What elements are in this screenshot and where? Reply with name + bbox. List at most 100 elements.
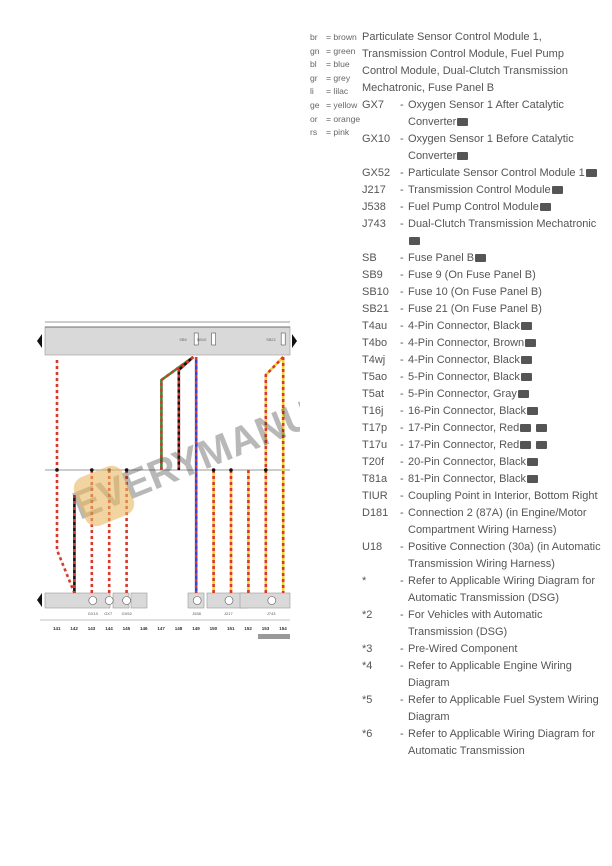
- column-number: 143: [88, 626, 96, 631]
- component-list-item: GX52-Particulate Sensor Control Module 1: [362, 165, 607, 182]
- camera-icon[interactable]: [520, 356, 532, 364]
- wire-stripe: [160, 355, 194, 470]
- wire-stripe: [264, 356, 285, 593]
- camera-icon[interactable]: [527, 407, 539, 415]
- legend-abbr: or: [310, 113, 318, 124]
- camera-icon[interactable]: [585, 169, 597, 177]
- ground-symbol-icon: [88, 596, 98, 605]
- junction-dot: [264, 468, 268, 472]
- component-label: GX10: [88, 611, 99, 616]
- component-code: *2: [362, 609, 373, 621]
- legend-abbr: rs: [310, 127, 318, 138]
- component-code: SB9: [362, 269, 383, 281]
- column-number: 141: [53, 626, 61, 631]
- component-label: GX7: [104, 611, 113, 616]
- camera-icon[interactable]: [551, 186, 563, 194]
- fuse-sb21-label: SB21: [266, 337, 277, 342]
- separator: -: [400, 371, 404, 383]
- fuse-sb10-label: SB10: [197, 337, 208, 342]
- component-description: Positive Connection (30a) (in Automatic …: [408, 541, 601, 570]
- camera-icon[interactable]: [409, 237, 420, 245]
- separator: -: [400, 388, 404, 400]
- camera-icon[interactable]: [536, 441, 548, 449]
- separator: -: [400, 269, 404, 281]
- component-gx52: [130, 592, 148, 609]
- component-description: 17-Pin Connector, Red: [408, 437, 607, 454]
- camera-icon[interactable]: [527, 475, 539, 483]
- separator: -: [400, 507, 404, 519]
- component-code: SB21: [362, 303, 389, 315]
- component-code: *5: [362, 694, 373, 706]
- component-list-item: U18-Positive Connection (30a) (in Automa…: [362, 539, 607, 573]
- component-code: *6: [362, 728, 373, 740]
- camera-icon[interactable]: [475, 254, 487, 262]
- continuation-arrow-right-icon: [292, 334, 297, 348]
- component-list-item: *2-For Vehicles with Automatic Transmiss…: [362, 607, 607, 641]
- camera-icon[interactable]: [457, 152, 469, 160]
- separator: -: [400, 575, 404, 587]
- camera-icon[interactable]: [520, 373, 532, 381]
- component-list-item: T81a-81-Pin Connector, Black: [362, 471, 607, 488]
- component-list-item: T5at-5-Pin Connector, Gray: [362, 386, 607, 403]
- camera-icon[interactable]: [520, 441, 532, 449]
- separator: -: [400, 456, 404, 468]
- diagram-title: Particulate Sensor Control Module 1, Tra…: [362, 31, 569, 94]
- separator: -: [400, 337, 404, 349]
- component-description: 20-Pin Connector, Black: [408, 454, 607, 471]
- component-list-item: T4au-4-Pin Connector, Black: [362, 318, 607, 335]
- separator: -: [400, 694, 404, 706]
- component-list-item: D181-Connection 2 (87A) (in Engine/Motor…: [362, 505, 607, 539]
- diagram-id-tag: [258, 634, 290, 639]
- component-list-item: SB21-Fuse 21 (On Fuse Panel B): [362, 301, 607, 318]
- component-description: 4-Pin Connector, Black: [408, 318, 607, 335]
- legend-abbr: gn: [310, 45, 320, 56]
- component-description: Fuel Pump Control Module: [408, 199, 607, 216]
- legend-entry: bl = blue: [310, 58, 360, 72]
- component-description: Refer to Applicable Wiring Diagram for A…: [408, 575, 596, 604]
- separator: -: [400, 354, 404, 366]
- camera-icon[interactable]: [457, 118, 469, 126]
- component-description: For Vehicles with Automatic Transmission…: [408, 609, 543, 638]
- legend-color: = blue: [326, 59, 350, 70]
- junction-dot: [229, 468, 233, 472]
- component-list-item: J217-Transmission Control Module: [362, 182, 607, 199]
- component-code: *: [362, 575, 367, 587]
- column-number: 151: [227, 626, 235, 631]
- separator: -: [400, 303, 404, 315]
- component-code: T4wj: [362, 354, 386, 366]
- column-number: 153: [262, 626, 270, 631]
- separator: -: [400, 201, 404, 213]
- component-label: J538: [192, 611, 201, 616]
- camera-icon[interactable]: [525, 339, 537, 347]
- component-list-item: T20f -20-Pin Connector, Black: [362, 454, 607, 471]
- component-code: GX7: [362, 99, 385, 111]
- camera-icon[interactable]: [520, 322, 532, 330]
- legend-abbr: bl: [310, 59, 317, 70]
- component-list-item: SB-Fuse Panel B: [362, 250, 607, 267]
- camera-icon[interactable]: [517, 390, 529, 398]
- component-description: Fuse 10 (On Fuse Panel B): [408, 286, 542, 298]
- component-description: 4-Pin Connector, Black: [408, 352, 607, 369]
- column-number: 150: [210, 626, 218, 631]
- fuse-sb9: [193, 332, 199, 346]
- component-code: SB: [362, 252, 377, 264]
- component-list: GX7-Oxygen Sensor 1 After Catalytic Conv…: [362, 97, 607, 760]
- legend-entry: or= orange: [310, 113, 360, 127]
- camera-icon[interactable]: [536, 424, 548, 432]
- legend-abbr: gr: [310, 72, 318, 83]
- component-list-item: T17u-17-Pin Connector, Red: [362, 437, 607, 454]
- ground-symbol-icon: [224, 596, 234, 605]
- camera-icon[interactable]: [520, 424, 532, 432]
- separator: -: [400, 99, 404, 111]
- component-list-item: TIUR-Coupling Point in Interior, Bottom …: [362, 488, 607, 505]
- legend-color: = lilac: [326, 86, 349, 97]
- camera-icon[interactable]: [527, 458, 539, 466]
- component-code: *4: [362, 660, 373, 672]
- camera-icon[interactable]: [539, 203, 551, 211]
- legend-color: = pink: [326, 127, 350, 138]
- component-code: T20f: [362, 456, 385, 468]
- column-number: 147: [157, 626, 165, 631]
- separator: -: [400, 133, 404, 145]
